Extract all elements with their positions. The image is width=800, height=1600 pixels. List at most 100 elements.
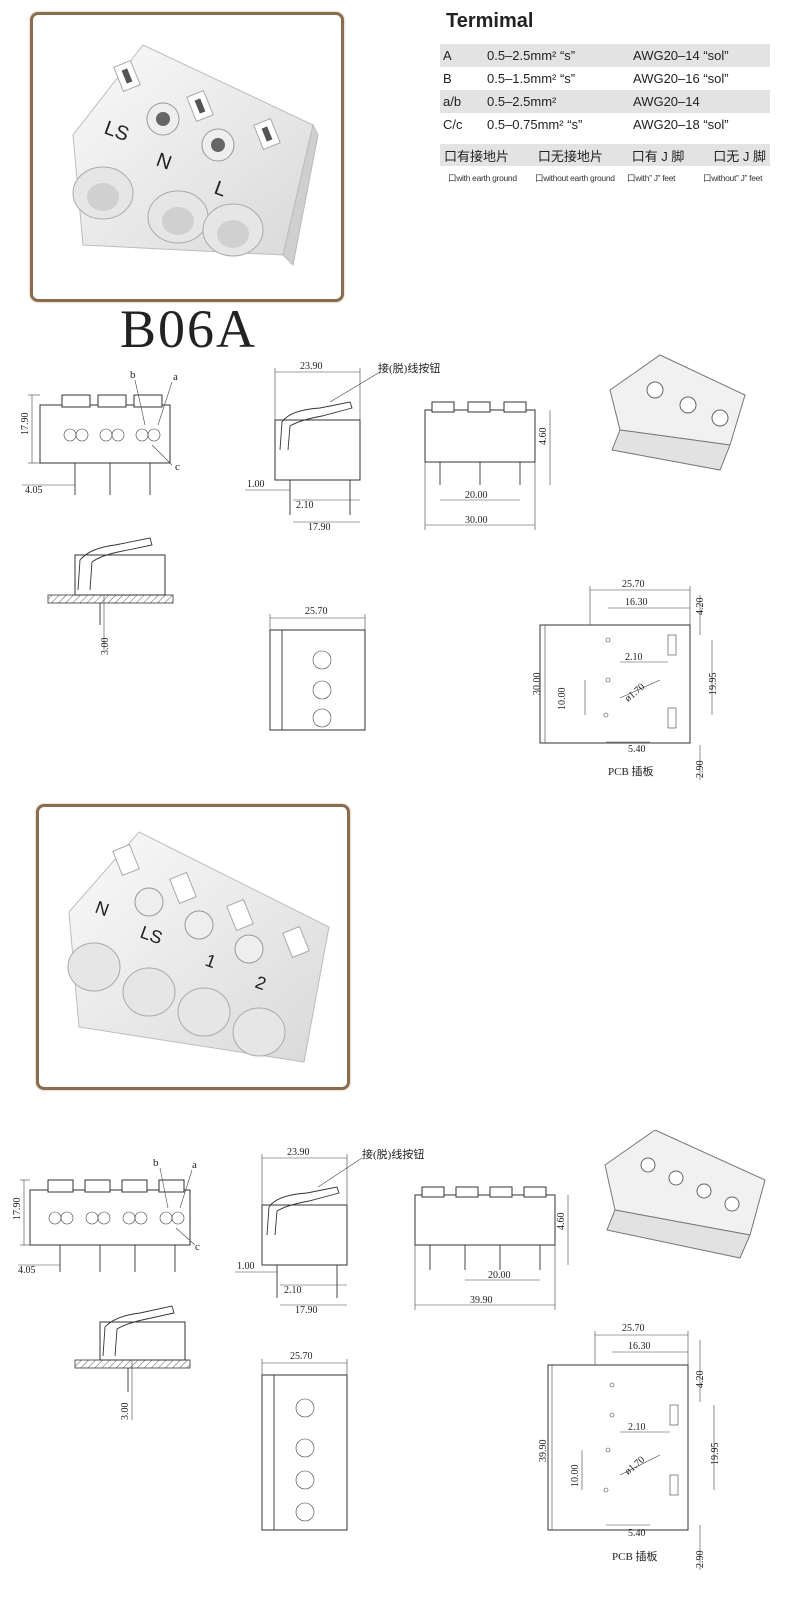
spec-awg: AWG20–16 “sol” xyxy=(633,71,729,86)
label-a: a xyxy=(192,1159,197,1171)
side-view: 23.90 接(脱)线按钮 1.00 2.10 17.90 xyxy=(245,361,440,533)
dim-pin-gap: 2.10 xyxy=(296,500,314,511)
dim-pcb-bottom: 2.90 xyxy=(695,1551,706,1569)
option-en-without-earth: 口without earth ground xyxy=(535,173,615,183)
technical-drawing-3pole: 17.90 4.05 b a c 23.90 接(脱)线按钮 1.00 2.10… xyxy=(20,354,746,780)
dim-plan-width: 25.70 xyxy=(290,1351,313,1362)
dim-pcb-width: 25.70 xyxy=(622,1323,645,1334)
side-view: 23.90 接(脱)线按钮 1.00 2.10 17.90 xyxy=(235,1147,424,1316)
spec-size: 0.5–2.5mm² “s” xyxy=(484,44,630,67)
dim-pcb-height: 39.90 xyxy=(538,1440,549,1463)
connector-4pole-render: N LS 1 2 xyxy=(67,831,330,1063)
label-c: c xyxy=(175,461,180,473)
spec-awg: AWG20–14 xyxy=(630,90,770,113)
dim-pin: 1.00 xyxy=(237,1261,255,1272)
button-label: 接(脱)线按钮 xyxy=(362,1147,424,1161)
spec-options-cn: 口有接地片 口无接地片 口有 J 脚 口无 J 脚 xyxy=(440,144,770,166)
dim-pcb-slot: 2.10 xyxy=(625,652,643,663)
spec-awg: AWG20–14 “sol” xyxy=(630,44,770,67)
product-photo-4pole: N LS 1 2 xyxy=(36,804,350,1090)
option-en-with-earth: 口with earth ground xyxy=(448,173,517,183)
dim-side-length: 23.90 xyxy=(300,361,323,372)
spec-row: C/c 0.5–0.75mm² “s” AWG20–18 “sol” xyxy=(440,113,770,136)
top-view: 4.60 20.00 39.90 xyxy=(414,1186,569,1310)
dim-offset: 4.05 xyxy=(18,1265,36,1276)
dim-pcb-side: 19.95 xyxy=(708,673,719,696)
dim-offset: 4.05 xyxy=(25,485,43,496)
dim-width: 39.90 xyxy=(470,1295,493,1306)
spec-size: 0.5–1.5mm² “s” xyxy=(487,71,576,86)
spec-size: 0.5–2.5mm² xyxy=(484,90,630,113)
mounted-view: 3.00 xyxy=(47,537,174,656)
spec-key: B xyxy=(443,71,452,86)
button-label: 接(脱)线按钮 xyxy=(378,361,440,375)
pcb-title: PCB 插板 xyxy=(612,1549,658,1563)
dim-pitch: 20.00 xyxy=(465,490,488,501)
dim-pin-length: 3.00 xyxy=(100,638,111,656)
plan-view: 25.70 xyxy=(269,606,366,731)
dim-pcb-offset: 16.30 xyxy=(625,597,648,608)
dim-pin: 1.00 xyxy=(247,479,265,490)
dim-pcb-width: 25.70 xyxy=(622,579,645,590)
iso-view xyxy=(604,1130,766,1259)
plan-view: 25.70 xyxy=(261,1351,348,1531)
model-name: B06A xyxy=(120,299,258,359)
spec-row: B 0.5–1.5mm² “s” AWG20–16 “sol” xyxy=(440,67,770,90)
front-view: 17.90 4.05 b a c xyxy=(12,1157,200,1276)
label-b: b xyxy=(153,1157,159,1169)
dim-pcb-offset: 16.30 xyxy=(628,1341,651,1352)
dim-pin-length: 3.00 xyxy=(120,1403,131,1421)
spec-size: 0.5–0.75mm² “s” xyxy=(487,117,583,132)
spec-row: a/b 0.5–2.5mm² AWG20–14 xyxy=(440,90,770,113)
dim-pin-gap: 2.10 xyxy=(284,1285,302,1296)
option-en-with-j-feet: 口with” J” feet xyxy=(627,173,676,183)
dim-pcb-slot: 2.10 xyxy=(628,1422,646,1433)
option-without-earth: 口无接地片 xyxy=(537,148,603,164)
dim-pcb-edge: 5.40 xyxy=(628,744,646,755)
spec-awg: AWG20–18 “sol” xyxy=(633,117,729,132)
iso-view xyxy=(609,354,746,471)
dim-top-height: 4.60 xyxy=(538,428,549,446)
dim-pcb-height: 30.00 xyxy=(532,673,543,696)
option-en-without-j-feet: 口without” J” feet xyxy=(703,173,763,183)
dim-hole-spacing: 10.00 xyxy=(570,1465,581,1488)
dim-height: 17.90 xyxy=(12,1198,23,1221)
spec-key: A xyxy=(440,44,484,67)
label-b: b xyxy=(130,369,136,381)
dim-base: 17.90 xyxy=(308,522,331,533)
label-a: a xyxy=(173,371,178,383)
spec-key: a/b xyxy=(440,90,484,113)
dim-height: 17.90 xyxy=(20,413,31,436)
mounted-view: 3.00 xyxy=(74,1305,191,1421)
spec-row: A 0.5–2.5mm² “s” AWG20–14 “sol” xyxy=(440,44,770,67)
pcb-title: PCB 插板 xyxy=(608,764,654,778)
spec-key: C/c xyxy=(443,117,463,132)
pcb-view: 25.70 16.30 4.20 2.10 30.00 10.00 ø1.70 … xyxy=(532,579,719,780)
front-view: 17.90 4.05 b a c xyxy=(20,369,180,496)
top-view: 4.60 20.00 30.00 xyxy=(424,401,551,530)
option-without-j-feet: 口无 J 脚 xyxy=(713,148,766,164)
dim-pcb-edge: 5.40 xyxy=(628,1528,646,1539)
dim-pcb-side: 19.95 xyxy=(710,1443,721,1466)
technical-drawing-4pole: 17.90 4.05 b a c 23.90 接(脱)线按钮 1.00 2.10… xyxy=(12,1130,766,1570)
dim-hole-spacing: 10.00 xyxy=(557,688,568,711)
dim-pcb-top: 4.20 xyxy=(695,598,706,616)
dim-width: 30.00 xyxy=(465,515,488,526)
option-with-earth: 口有接地片 xyxy=(444,148,510,164)
dim-top-height: 4.60 xyxy=(556,1213,567,1231)
dim-pcb-bottom: 2.90 xyxy=(695,761,706,779)
dim-pcb-top: 4.20 xyxy=(695,1371,706,1389)
dim-pitch: 20.00 xyxy=(488,1270,511,1281)
dim-plan-width: 25.70 xyxy=(305,606,328,617)
wire-spec-table: A 0.5–2.5mm² “s” AWG20–14 “sol” B 0.5–1.… xyxy=(440,44,770,136)
pcb-view: 25.70 16.30 4.20 2.10 39.90 10.00 ø1.70 … xyxy=(538,1323,721,1570)
connector-3pole-render: LS N L xyxy=(72,44,319,267)
pole-label: N xyxy=(153,149,174,175)
dim-base: 17.90 xyxy=(295,1305,318,1316)
pole-label: N xyxy=(93,897,112,920)
dim-side-length: 23.90 xyxy=(287,1147,310,1158)
spec-table-title: Termimal xyxy=(446,10,534,32)
label-c: c xyxy=(195,1241,200,1253)
product-photo-3pole: LS N L xyxy=(30,12,344,302)
option-with-j-feet: 口有 J 脚 xyxy=(631,148,685,164)
